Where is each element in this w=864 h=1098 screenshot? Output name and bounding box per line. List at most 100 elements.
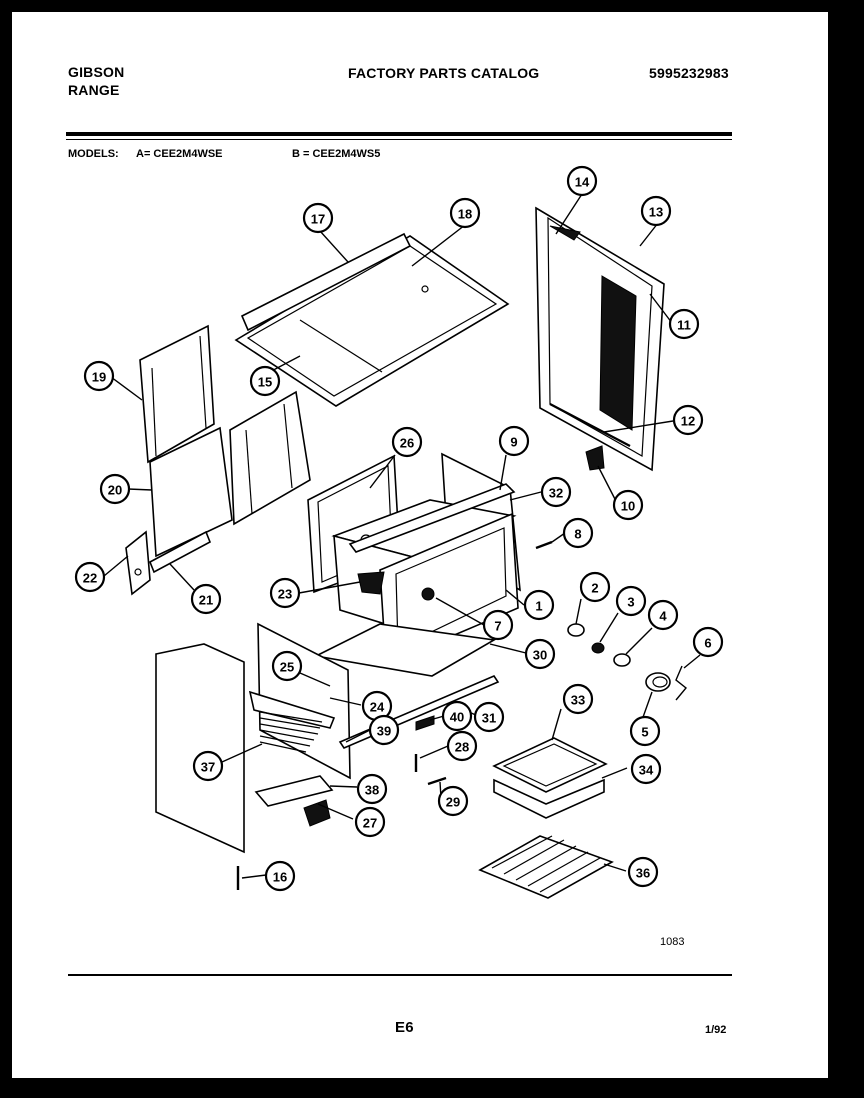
svg-text:22: 22 xyxy=(83,571,97,586)
svg-text:32: 32 xyxy=(549,486,563,501)
product-name: RANGE xyxy=(68,82,120,98)
callout-29: 29 xyxy=(437,785,469,817)
svg-text:39: 39 xyxy=(377,724,391,739)
svg-text:12: 12 xyxy=(681,414,695,429)
callout-12: 12 xyxy=(672,404,704,436)
svg-text:1: 1 xyxy=(535,599,542,614)
header-rule-thin xyxy=(66,139,732,140)
callout-36: 36 xyxy=(627,856,659,888)
model-a: A= CEE2M4WSE xyxy=(136,148,223,160)
svg-text:24: 24 xyxy=(370,700,385,715)
models-label: MODELS: xyxy=(68,148,119,160)
svg-text:16: 16 xyxy=(273,870,287,885)
callout-24: 24 xyxy=(361,690,393,722)
callout-23: 23 xyxy=(269,577,301,609)
callout-26: 26 xyxy=(391,426,423,458)
callout-34: 34 xyxy=(630,753,662,785)
callout-16: 16 xyxy=(264,860,296,892)
callout-25: 25 xyxy=(271,650,303,682)
svg-text:2: 2 xyxy=(591,581,598,596)
callout-5: 5 xyxy=(629,715,661,747)
svg-text:37: 37 xyxy=(201,760,215,775)
callout-38: 38 xyxy=(356,773,388,805)
brand-name: GIBSON xyxy=(68,64,125,80)
callout-3: 3 xyxy=(615,585,647,617)
header-rule-thick xyxy=(66,132,732,136)
diagram-code: 1083 xyxy=(660,936,685,948)
catalog-title: FACTORY PARTS CATALOG xyxy=(348,65,540,81)
svg-text:18: 18 xyxy=(458,207,472,222)
svg-text:29: 29 xyxy=(446,795,460,810)
svg-text:9: 9 xyxy=(510,435,517,450)
broil-pan xyxy=(492,737,608,819)
callout-22: 22 xyxy=(74,561,106,593)
callout-19: 19 xyxy=(83,360,115,392)
callout-18: 18 xyxy=(449,197,481,229)
svg-text:38: 38 xyxy=(365,783,379,798)
svg-text:11: 11 xyxy=(677,318,691,333)
footer-rule xyxy=(68,974,732,976)
svg-text:26: 26 xyxy=(400,436,414,451)
callout-33: 33 xyxy=(562,683,594,715)
callout-15: 15 xyxy=(249,365,281,397)
svg-text:13: 13 xyxy=(649,205,663,220)
callout-14: 14 xyxy=(566,165,598,197)
callout-17: 17 xyxy=(302,202,334,234)
svg-text:30: 30 xyxy=(533,648,547,663)
callout-39: 39 xyxy=(368,714,400,746)
svg-text:20: 20 xyxy=(108,483,122,498)
page-number: E6 xyxy=(395,1019,414,1036)
svg-text:34: 34 xyxy=(639,763,654,778)
svg-text:5: 5 xyxy=(641,725,648,740)
svg-text:33: 33 xyxy=(571,693,585,708)
oven-liner xyxy=(331,483,519,666)
svg-text:7: 7 xyxy=(494,619,501,634)
svg-text:15: 15 xyxy=(258,375,272,390)
callout-28: 28 xyxy=(446,730,478,762)
callout-40: 40 xyxy=(441,700,473,732)
callout-2: 2 xyxy=(579,571,611,603)
callout-7: 7 xyxy=(482,609,514,641)
callout-32: 32 xyxy=(540,476,572,508)
callout-20: 20 xyxy=(99,473,131,505)
callout-31: 31 xyxy=(473,701,505,733)
callout-13: 13 xyxy=(640,195,672,227)
callout-11: 11 xyxy=(668,308,700,340)
small-hardware xyxy=(414,754,447,786)
svg-text:4: 4 xyxy=(659,609,667,624)
svg-text:21: 21 xyxy=(199,593,213,608)
svg-text:40: 40 xyxy=(450,710,464,725)
callout-30: 30 xyxy=(524,638,556,670)
svg-text:10: 10 xyxy=(621,499,635,514)
top-panel xyxy=(234,232,510,407)
svg-text:25: 25 xyxy=(280,660,294,675)
callout-37: 37 xyxy=(192,750,224,782)
svg-text:28: 28 xyxy=(455,740,469,755)
svg-text:23: 23 xyxy=(278,587,292,602)
svg-text:3: 3 xyxy=(627,595,634,610)
callout-4: 4 xyxy=(647,599,679,631)
side-panel-lower xyxy=(149,390,311,558)
callout-1: 1 xyxy=(523,589,555,621)
back-panel xyxy=(535,206,665,472)
svg-text:31: 31 xyxy=(482,711,496,726)
oven-rack xyxy=(478,835,614,899)
svg-text:36: 36 xyxy=(636,866,650,881)
svg-text:6: 6 xyxy=(704,636,711,651)
svg-text:17: 17 xyxy=(311,212,325,227)
drawer-vent-slots xyxy=(259,711,323,753)
callout-9: 9 xyxy=(498,425,530,457)
side-brackets xyxy=(125,530,212,596)
catalog-number: 5995232983 xyxy=(649,65,729,81)
svg-text:14: 14 xyxy=(575,175,590,190)
callout-6: 6 xyxy=(692,626,724,658)
model-b: B = CEE2M4WS5 xyxy=(292,148,381,160)
callout-21: 21 xyxy=(190,583,222,615)
callout-27: 27 xyxy=(354,806,386,838)
callout-8: 8 xyxy=(562,517,594,549)
svg-text:27: 27 xyxy=(363,816,377,831)
screw xyxy=(535,540,553,550)
front-side-panel xyxy=(155,622,351,854)
control-knob-parts xyxy=(567,623,687,701)
